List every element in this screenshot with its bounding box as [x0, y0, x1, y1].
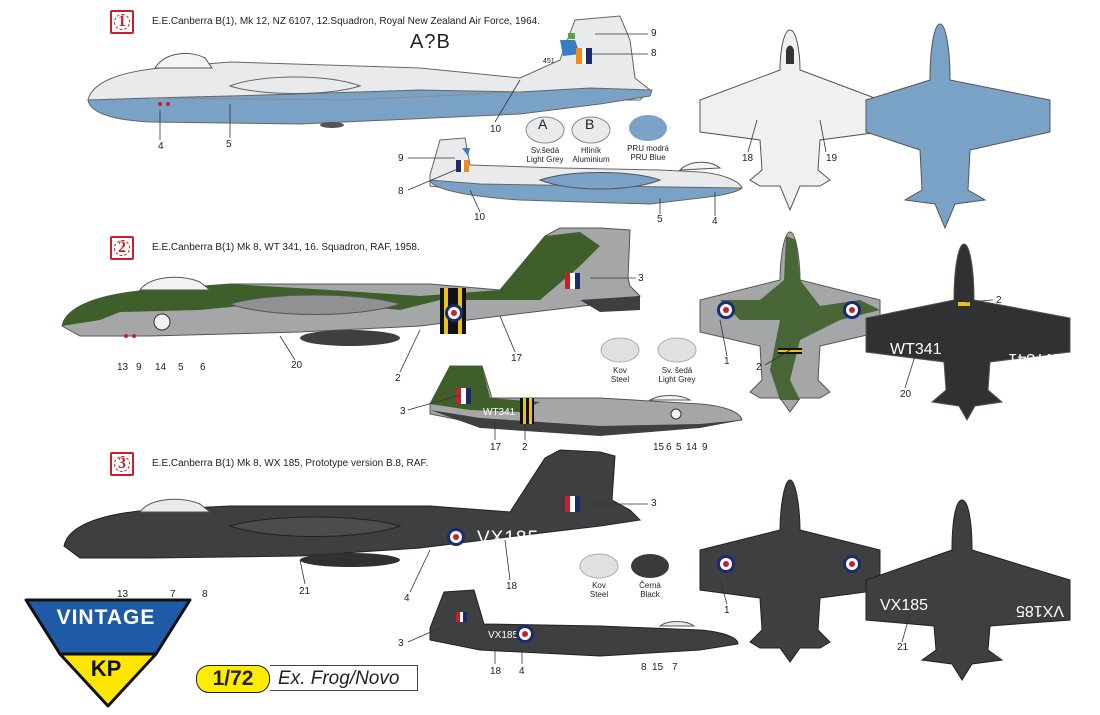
- callout: 8: [641, 662, 647, 673]
- callout: 7: [170, 589, 176, 600]
- callout: 3: [400, 406, 406, 417]
- callout: 5: [676, 442, 682, 453]
- aircraft-side-profile-3: VX185: [63, 449, 642, 567]
- callout: 8: [398, 186, 404, 197]
- callout: 20: [900, 389, 912, 400]
- scale-badge: 1/72: [196, 665, 270, 693]
- callout: 2: [756, 362, 762, 373]
- callout: 9: [136, 362, 142, 373]
- callout: 9: [702, 442, 708, 453]
- color-swatches: [525, 115, 697, 579]
- scheme-badge-1: 1: [110, 10, 134, 34]
- callout: 2: [395, 373, 401, 384]
- callout: 19: [826, 153, 838, 164]
- scheme-caption-1: E.E.Canberra B(1), Mk 12, NZ 6107, 12.Sq…: [152, 16, 540, 27]
- callout: 9: [398, 153, 404, 164]
- callout: 17: [511, 353, 523, 364]
- callout: 6: [200, 362, 206, 373]
- callout: 13: [117, 589, 129, 600]
- callout: 6: [666, 442, 672, 453]
- callout: 10: [474, 212, 486, 223]
- aircraft-side-profile-3-small: VX185: [429, 589, 739, 657]
- callout: 7: [672, 662, 678, 673]
- callout: 13: [117, 362, 129, 373]
- aircraft-side-profile-1-small: [429, 137, 744, 205]
- svg-text:VX185: VX185: [1016, 602, 1064, 619]
- callout: 5: [178, 362, 184, 373]
- callout: 8: [202, 589, 208, 600]
- callout: 5: [226, 139, 232, 150]
- vintage-kp-logo: [24, 598, 192, 708]
- logo-kp-text: KP: [90, 656, 122, 681]
- svg-text:VX185: VX185: [880, 597, 928, 614]
- svg-text:VX185: VX185: [488, 630, 518, 641]
- svg-text:WT341: WT341: [890, 341, 942, 358]
- callout: 4: [158, 141, 164, 152]
- origin-label: Ex. Frog/Novo: [270, 665, 418, 691]
- callout: 9: [651, 28, 657, 39]
- callout: 18: [506, 581, 518, 592]
- callout-lines: [159, 33, 994, 664]
- callout: 15: [653, 442, 665, 453]
- swatch-letter-b: B: [585, 116, 595, 132]
- svg-text:WT341: WT341: [1008, 350, 1060, 367]
- callout: 10: [490, 124, 502, 135]
- callout: 21: [897, 642, 909, 653]
- callout: 18: [490, 666, 502, 677]
- svg-text:WT341: WT341: [483, 407, 516, 418]
- callout: 17: [490, 442, 502, 453]
- callout: 3: [651, 498, 657, 509]
- scheme-caption-3: E.E.Canberra B(1) Mk 8, WX 185, Prototyp…: [152, 458, 429, 469]
- callout: 14: [686, 442, 698, 453]
- callout: 4: [712, 216, 718, 227]
- svg-text:451: 451: [543, 58, 555, 65]
- logo-vintage-text: VINTAGE: [56, 606, 156, 629]
- callout: 1: [724, 605, 730, 616]
- callout: 3: [638, 273, 644, 284]
- aircraft-side-profile-2: [61, 227, 642, 346]
- callout: 5: [657, 214, 663, 225]
- aircraft-top-view-2: WT341 WT341: [699, 231, 1071, 422]
- callout: 18: [742, 153, 754, 164]
- svg-text:VX185: VX185: [477, 528, 539, 549]
- aircraft-side-profile-1: 451: [87, 15, 653, 128]
- callout: 2: [522, 442, 528, 453]
- code-letters: A?B: [410, 31, 451, 53]
- scheme-caption-2: E.E.Canberra B(1) Mk 8, WT 341, 16. Squa…: [152, 242, 420, 253]
- aircraft-top-view-1: [699, 23, 1051, 230]
- scheme-badge-3: 3: [110, 452, 134, 476]
- callout: 1: [724, 356, 730, 367]
- callout: 4: [519, 666, 525, 677]
- callout: 4: [404, 593, 410, 604]
- callout: 14: [155, 362, 167, 373]
- swatch-letter-a: A: [538, 116, 548, 132]
- callout: 2: [996, 295, 1002, 306]
- callout: 21: [299, 586, 311, 597]
- callout: 3: [398, 638, 404, 649]
- callout: 15: [652, 662, 664, 673]
- aircraft-top-view-3: VX185 VX185: [699, 479, 1071, 681]
- callout: 20: [291, 360, 303, 371]
- aircraft-side-profile-2-small: WT341: [429, 365, 743, 436]
- scheme-badge-2: 2: [110, 236, 134, 260]
- callout: 8: [651, 48, 657, 59]
